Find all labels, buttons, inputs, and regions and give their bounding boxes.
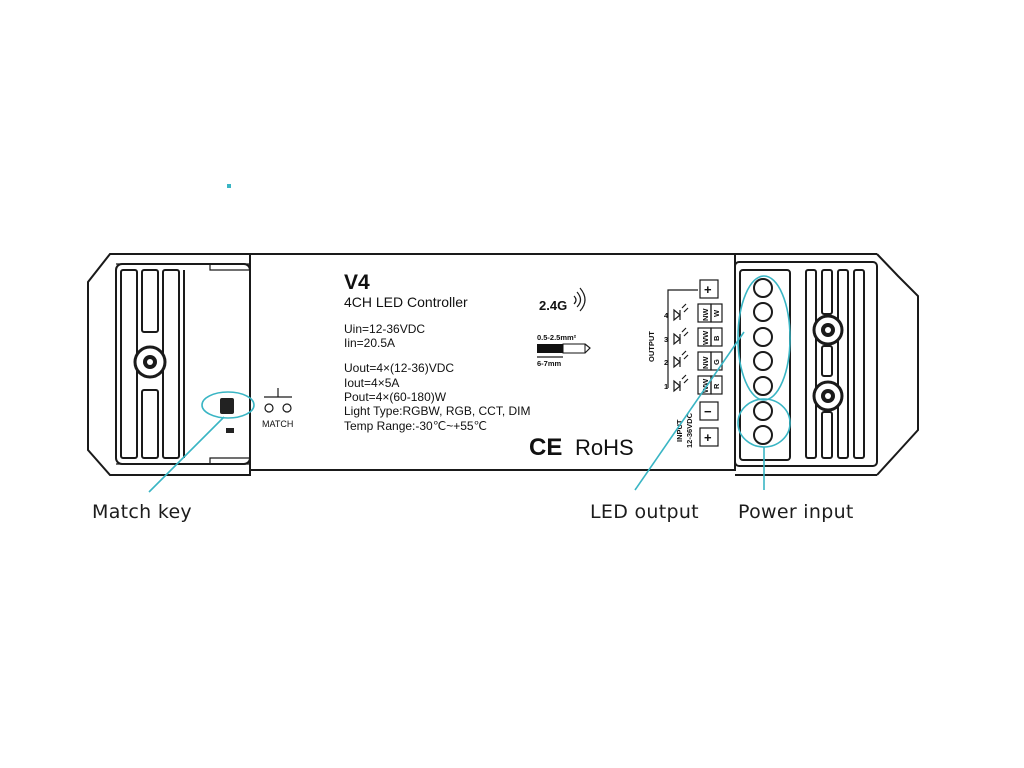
minus-symbol: − [704,404,712,419]
channel-1-color-a: WW [701,378,710,393]
match-button[interactable] [220,398,234,433]
power-input-label: Power input [738,501,854,523]
channel-number-1: 1 [664,382,668,391]
channel-number-4: 4 [664,311,669,320]
input-voltage-label: 12-36VDC [685,412,694,448]
output-label: OUTPUT [647,331,656,362]
plus-symbol-bottom: + [704,430,712,445]
led-output-label: LED output [590,501,699,523]
channel-3-color-a: WW [701,330,710,345]
channel-4-color-a: NW [701,308,710,321]
frequency-label: 2.4G [539,298,567,313]
channel-1-color-b: R [712,383,721,389]
model-name: V4 [344,271,370,294]
right-vent-slots [805,269,865,459]
spec-pout: Pout=4×(60-180)W [344,390,447,404]
right-housing [734,253,919,476]
channel-3-color-b: B [712,335,721,341]
channel-number-2: 2 [664,358,668,367]
match-key-label: Match key [92,501,192,523]
controller-body [249,253,736,471]
strip-length-label: 6-7mm [537,359,562,368]
spec-light-type: Light Type:RGBW, RGB, CCT, DIM [344,404,531,418]
spec-iin: Iin=20.5A [344,336,395,350]
product-subtitle: 4CH LED Controller [344,294,468,310]
plus-symbol-top: + [704,282,712,297]
match-label: MATCH [262,419,293,429]
spec-uin: Uin=12-36VDC [344,322,425,336]
match-key-callout [148,391,255,493]
power-input-callout [737,398,791,490]
spec-uout: Uout=4×(12-36)VDC [344,361,454,375]
channel-4-color-b: W [712,309,721,317]
right-screw-icon [812,314,844,412]
match-symbol-icon [264,388,292,413]
cyan-speck [227,184,231,188]
wire-strip-icon [537,343,591,358]
output-bracket [667,289,698,388]
terminal-screw-holes [753,278,773,445]
spec-temp-range: Temp Range:-30℃~+55℃ [344,419,487,433]
channel-number-3: 3 [664,335,668,344]
terminal-labels-column: + NW W WW B NW G WW R − + [697,279,723,447]
ce-mark: CE [529,434,562,461]
wire-gauge-label: 0.5-2.5mm² [537,333,577,342]
channel-2-color-a: NW [701,356,710,369]
input-label: INPUT [675,419,684,442]
spec-iout: Iout=4×5A [344,376,399,390]
led-output-callout [634,275,791,491]
terminal-block [739,269,791,461]
rohs-mark: RoHS [575,435,634,460]
led-diode-icon [673,303,689,393]
left-screw-icon [133,345,167,379]
channel-2-color-b: G [712,359,721,365]
wireless-icon [573,287,586,312]
left-mounting-ear [87,253,251,476]
